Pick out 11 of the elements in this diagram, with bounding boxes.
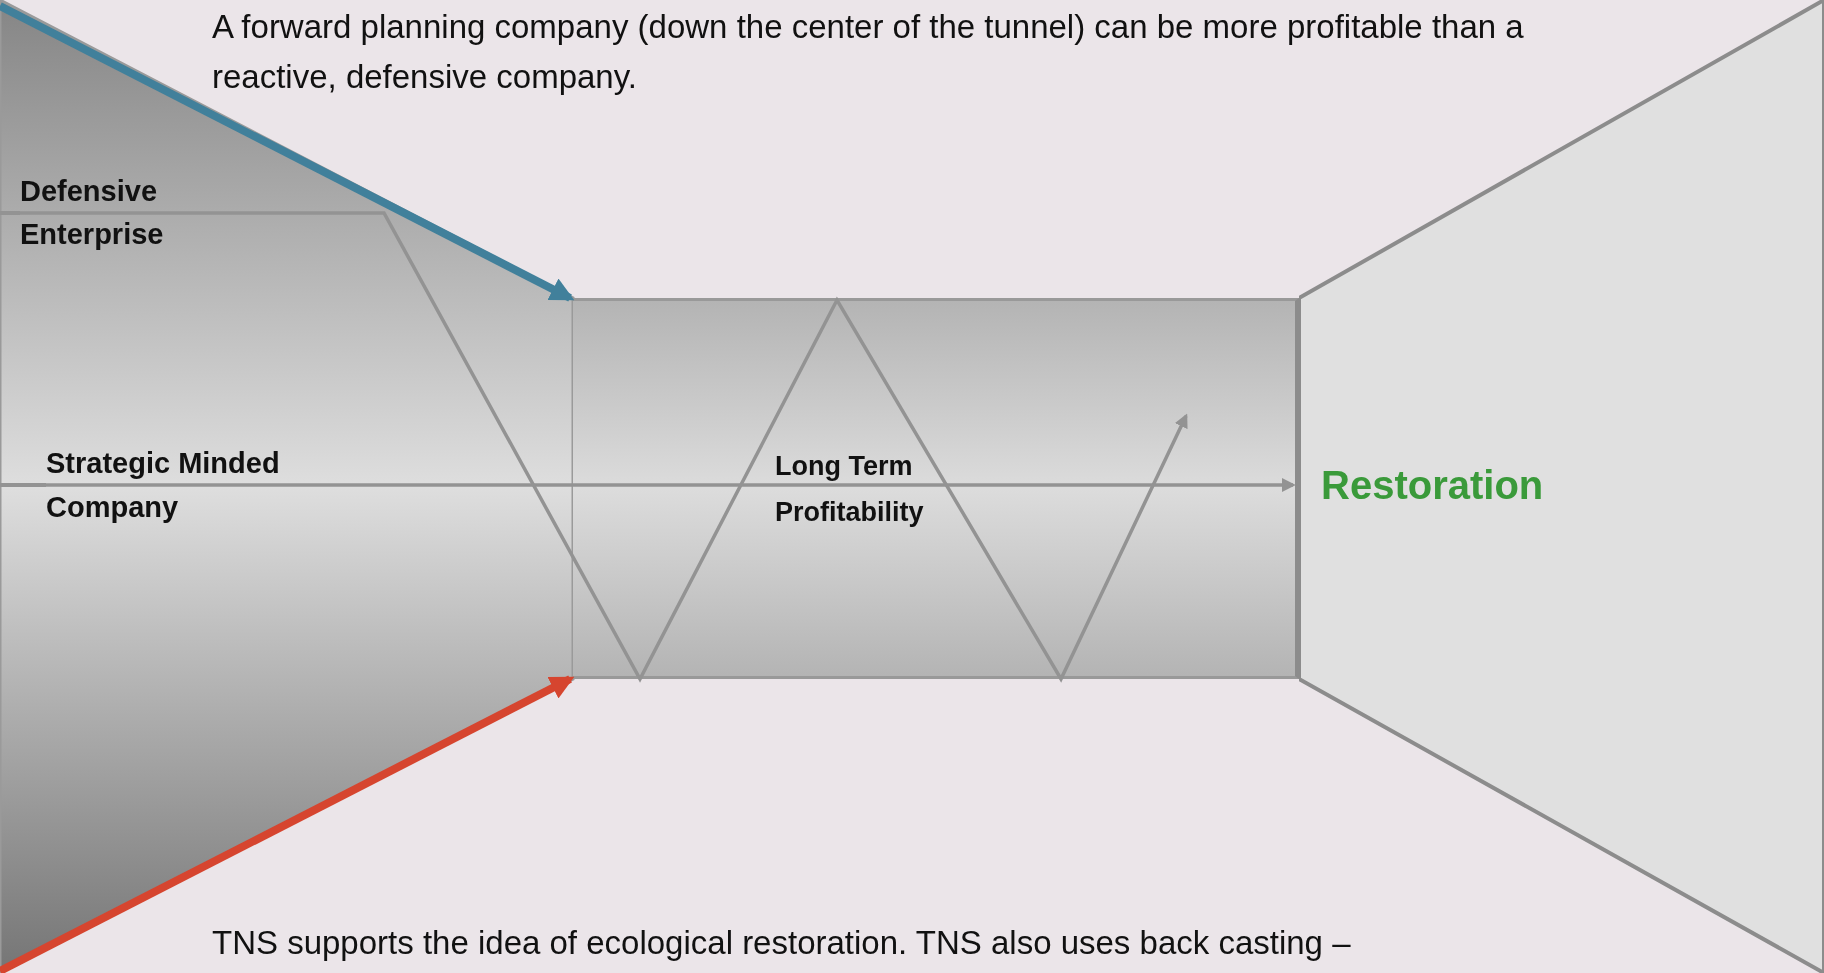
arrow [46, 478, 1296, 492]
note-text: TNS supports the idea of ecological restoration. TNS also uses back casting – [212, 923, 1352, 963]
text-label: Strategic Minded Company [46, 446, 281, 525]
text-label: Long Term Profitability [775, 450, 925, 529]
text-label: Defensive Enterprise [20, 174, 165, 252]
arrow [20, 211, 1188, 683]
arrow [0, 675, 575, 973]
heading-text: Restoration [1321, 462, 1545, 508]
tunnel-box [573, 298, 1299, 679]
note-text: A forward planning company (down the center of the tunnel) can be more profitable than a reactive, defensive company. [212, 7, 1525, 97]
arrow [0, 2, 575, 302]
